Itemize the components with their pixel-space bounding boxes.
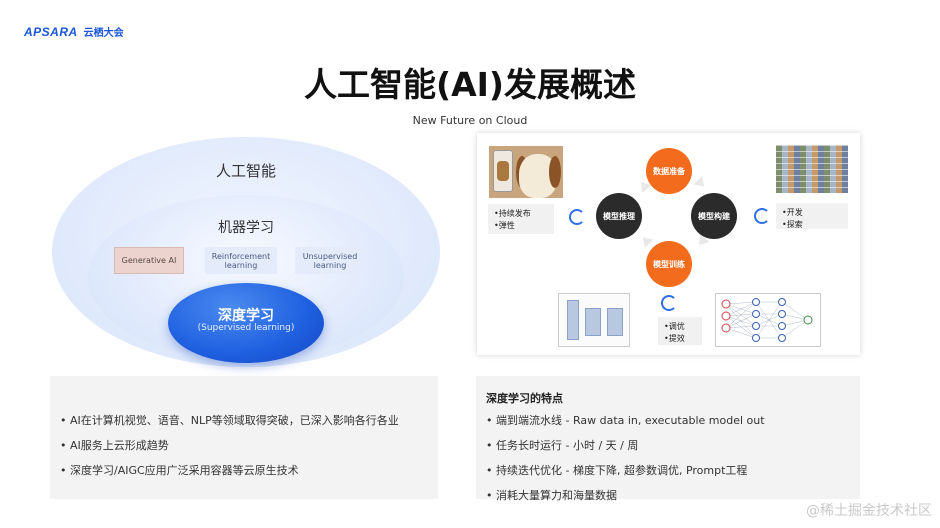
ai-label: 人工智能 xyxy=(215,162,276,180)
list-item-text: AI在计算机视觉、语音、NLP等领域取得突破，已深入影响各行各业 xyxy=(70,414,399,427)
watermark: @稀土掘金技术社区 xyxy=(806,503,932,519)
arch-block xyxy=(567,300,579,340)
list-item-text: 端到端流水线 - Raw data in, executable model o… xyxy=(496,414,765,427)
reinforcement-learning-chip-label: Reinforcement learning xyxy=(211,251,271,270)
neural-network-svg xyxy=(721,298,813,342)
loading-ring-icon xyxy=(569,209,585,225)
dog-ear-right xyxy=(549,156,561,188)
phone-icon xyxy=(493,150,513,192)
train-features-card: •调优 •提效 xyxy=(658,317,702,345)
ai-trends-list: • AI在计算机视觉、语音、NLP等领域取得突破，已深入影响各行各业 • AI服… xyxy=(60,412,399,487)
build-features-card: •开发 •探索 xyxy=(776,203,848,229)
card-item: •调优 xyxy=(664,322,685,331)
ai-trends-panel: • AI在计算机视觉、语音、NLP等领域取得突破，已深入影响各行各业 • AI服… xyxy=(50,376,438,499)
list-item: • 任务长时运行 - 小时 / 天 / 周 xyxy=(486,439,639,452)
arch-block xyxy=(607,308,623,336)
dataset-thumbnails-image xyxy=(776,145,848,193)
dl-lifecycle-diagram: 数据准备 模型推理 模型构建 模型训练 •持续发布 •弹性 •开发 •探索 •调… xyxy=(477,133,860,355)
dl-inner-oval xyxy=(168,283,324,363)
unsupervised-learning-chip: Unsupervised learning xyxy=(295,247,365,274)
infer-features-card: •持续发布 •弹性 xyxy=(488,204,554,234)
list-item: • AI服务上云形成趋势 xyxy=(60,439,169,452)
list-item: • AI在计算机视觉、语音、NLP等领域取得突破，已深入影响各行各业 xyxy=(60,414,399,427)
dl-features-title: 深度学习的特点 xyxy=(486,392,563,405)
reinforcement-learning-chip: Reinforcement learning xyxy=(205,247,277,274)
list-item: • 持续迭代优化 - 梯度下降, 超参数调优, Prompt工程 xyxy=(486,464,748,477)
dl-features-list: • 端到端流水线 - Raw data in, executable model… xyxy=(486,412,765,512)
logo-cn-text: 云栖大会 xyxy=(83,28,124,39)
card-item: •探索 xyxy=(782,220,803,229)
dl-label: 深度学习 xyxy=(218,308,274,324)
generative-ai-chip: Generative AI xyxy=(114,247,184,274)
card-item: •提效 xyxy=(664,334,685,343)
list-item: • 深度学习/AIGC应用广泛采用容器等云原生技术 xyxy=(60,464,299,477)
generative-ai-chip-label: Generative AI xyxy=(121,256,177,265)
list-item-text: 持续迭代优化 - 梯度下降, 超参数调优, Prompt工程 xyxy=(496,464,748,477)
card-item: •开发 xyxy=(782,208,803,217)
node-data-prep: 数据准备 xyxy=(646,148,692,194)
dl-features-panel: 深度学习的特点 • 端到端流水线 - Raw data in, executab… xyxy=(476,376,860,502)
dl-sublabel: (Supervised learning) xyxy=(197,323,295,333)
logo-brand: APSARA xyxy=(24,24,78,39)
node-model-build: 模型构建 xyxy=(691,193,737,239)
loading-ring-icon xyxy=(661,295,677,311)
list-item-text: AI服务上云形成趋势 xyxy=(70,439,169,452)
unsupervised-learning-chip-label: Unsupervised learning xyxy=(302,251,358,270)
list-item-text: 消耗大量算力和海量数据 xyxy=(496,489,617,502)
slide-title: 人工智能(AI)发展概述 xyxy=(304,65,636,104)
node-model-train: 模型训练 xyxy=(646,241,692,287)
list-item: • 消耗大量算力和海量数据 xyxy=(486,489,617,502)
node-model-infer: 模型推理 xyxy=(596,193,642,239)
dog-photo-image xyxy=(489,146,563,198)
cycle-arrow-icon xyxy=(693,176,709,191)
card-item: •持续发布 xyxy=(494,209,531,218)
neural-network-image xyxy=(715,293,821,347)
logo: APSARA 云栖大会 xyxy=(24,24,124,40)
loading-ring-icon xyxy=(754,208,770,224)
cycle-arrow-icon xyxy=(638,233,654,248)
ml-label: 机器学习 xyxy=(218,220,274,236)
arch-block xyxy=(585,308,601,336)
list-item: • 端到端流水线 - Raw data in, executable model… xyxy=(486,414,765,427)
model-architecture-image xyxy=(558,293,630,347)
list-item-text: 任务长时运行 - 小时 / 天 / 周 xyxy=(496,439,639,452)
slide-subtitle: New Future on Cloud xyxy=(412,114,528,127)
card-item: •弹性 xyxy=(494,221,515,230)
list-item-text: 深度学习/AIGC应用广泛采用容器等云原生技术 xyxy=(70,464,299,477)
